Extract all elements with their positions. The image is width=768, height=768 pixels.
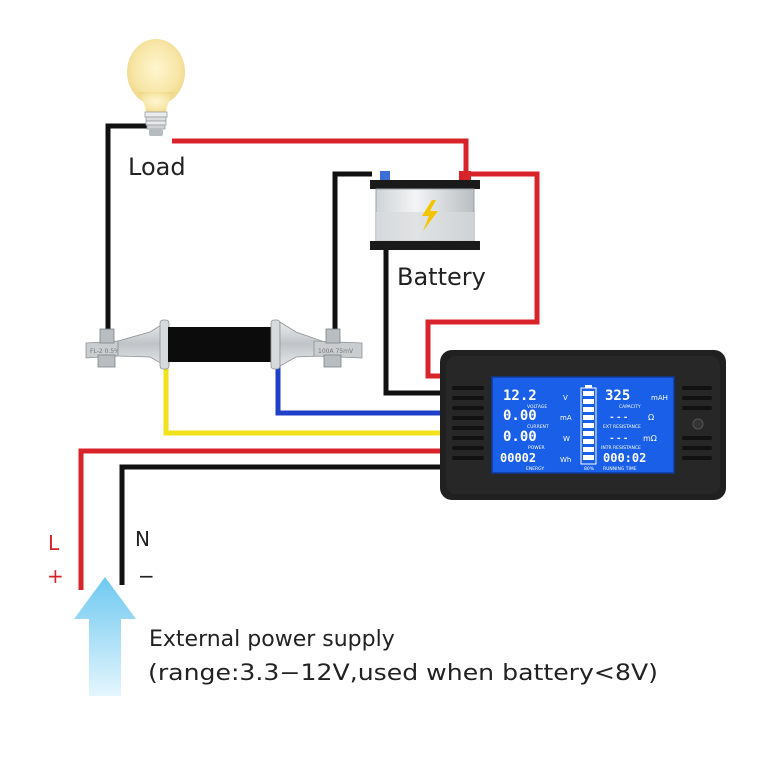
battery-level-segment [583, 447, 594, 452]
lcd-ext-resistance-value: - - - [610, 413, 628, 423]
meter-button[interactable] [692, 418, 704, 430]
wire-red-external [78, 448, 442, 590]
battery-label: Battery [397, 263, 486, 291]
lcd-battery-level-icon: 80% [580, 385, 597, 472]
wire-black-load-to-shunt [105, 123, 155, 340]
lcd-energy-caption: ENERGY [526, 466, 544, 472]
lcd-power-unit: W [563, 435, 570, 443]
shunt-left-label: FL-2 0.5% [90, 348, 120, 355]
battery-level-segment [583, 431, 594, 436]
lcd-running-time-value: 000:02 [603, 451, 646, 465]
lcd-current-caption: CURRENT [527, 424, 549, 430]
external-supply-title: External power supply [149, 627, 395, 652]
upward-arrow-icon [74, 577, 136, 696]
meter-vent-left [452, 386, 484, 460]
lcd-voltage-caption: VOLTAGE [527, 404, 547, 410]
light-bulb-icon [127, 39, 185, 136]
lcd-current-unit: mA [560, 414, 572, 422]
wire-black-battery-to-meter [383, 180, 442, 396]
meter-vent-right [682, 386, 712, 460]
lcd-voltage-value: 12.2 [503, 388, 537, 404]
shunt-right-label: 100A 75mV [318, 348, 354, 355]
lcd-power-value: 0.00 [503, 429, 537, 445]
battery-level-segment [583, 415, 594, 420]
lcd-power-caption: POWER [528, 445, 545, 451]
lightning-bolt-icon [422, 200, 438, 231]
lcd-voltage-unit: V [563, 394, 568, 402]
line-L-label: L [48, 531, 60, 555]
battery-level-segment [583, 399, 594, 404]
lcd-ext-resistance-unit: Ω [648, 413, 654, 422]
battery-level-segment [583, 455, 594, 460]
lcd-energy-unit: Wh [560, 456, 571, 464]
battery-level-segment [583, 391, 594, 396]
lcd-energy-value: 00002 [500, 451, 536, 465]
lcd-capacity-unit: mAH [651, 394, 668, 402]
load-label: Load [128, 153, 186, 181]
external-supply-range: (range:3.3−12V,used when battery<8V) [148, 661, 658, 686]
wires [78, 123, 540, 590]
lcd-ext-resistance-caption: EXT RESISTANCE [603, 424, 641, 430]
wire-red-battery-to-meter [425, 171, 540, 379]
neutral-N-label: N [135, 527, 150, 551]
wire-black-external [119, 464, 442, 585]
wire-red-load-to-battery [172, 138, 469, 176]
wire-black-battery-to-shunt [332, 171, 372, 338]
battery-icon [370, 171, 480, 250]
shunt-resistor-icon: FL-2 0.5% 100A 75mV [85, 319, 363, 370]
plus-label: + [47, 564, 64, 588]
lcd-intr-resistance-caption: INTR RESISTANCE [601, 445, 641, 451]
wire-blue-sense [275, 365, 442, 416]
power-meter: 12.2 V VOLTAGE 0.00 mA CURRENT 0.00 W PO… [440, 350, 726, 500]
lcd-current-value: 0.00 [503, 408, 537, 424]
lcd-battery-level-label: 80% [584, 466, 595, 472]
wire-yellow-sense [163, 365, 442, 436]
lcd-intr-resistance-unit: mΩ [643, 434, 657, 443]
lcd-capacity-caption: CAPACITY [619, 404, 641, 410]
minus-label: − [138, 564, 155, 588]
battery-level-segment [583, 407, 594, 412]
battery-level-segment [583, 423, 594, 428]
lcd-capacity-value: 325 [605, 388, 630, 404]
lcd-intr-resistance-value: - - - [610, 434, 628, 444]
battery-level-segment [583, 439, 594, 444]
lcd-running-time-caption: RUNNING TIME [603, 466, 637, 472]
